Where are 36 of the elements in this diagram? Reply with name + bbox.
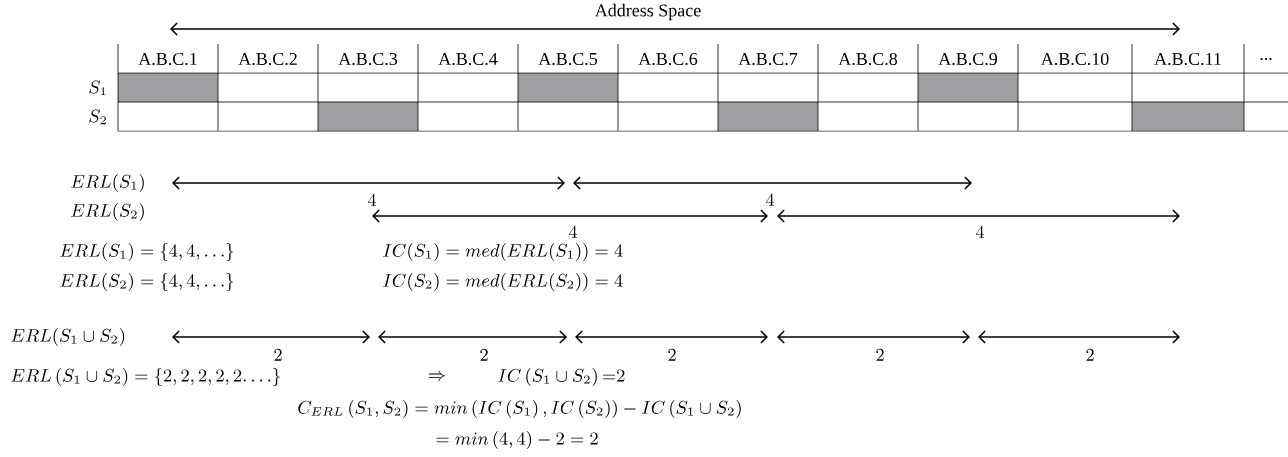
formula: $ERL(S_1) = \{4, 4, \ldots\}$ (60, 243, 234, 261)
column-header: A.B.C.4 (438, 52, 498, 66)
column-header: A.B.C.10 (1040, 52, 1109, 66)
dimension-label: $2$ (274, 348, 282, 361)
formula: $IC(S_1) = med(ERL(S_1)) = 4$ (383, 243, 623, 261)
formula: $IC\left(S_1 \cup S_2\right){=}2$ (498, 368, 625, 386)
column-header: A.B.C.11 (1154, 52, 1221, 66)
column-header: A.B.C.8 (838, 52, 898, 66)
axis-label: Address Space (594, 3, 701, 21)
formula: $C_{ERL}\left(S_1, S_2\right) = min\left(IC\left(S_1\right), IC\left(S_2\right)\right) - IC\left(S_1 \cup S_2\right)$ (298, 400, 741, 418)
dimension-label: $4$ (765, 193, 775, 206)
row-label: $S_2$ (89, 109, 106, 125)
column-header: A.B.C.1 (138, 52, 197, 66)
formula: $ERL(S_2)$ (71, 203, 144, 221)
column-header: A.B.C.6 (638, 52, 698, 66)
column-header: ... (1260, 57, 1272, 61)
dimension-label: $2$ (876, 348, 884, 361)
dimension-label: $2$ (1086, 348, 1094, 361)
dimension-label: $4$ (367, 193, 377, 206)
dimension-label: $4$ (975, 225, 985, 238)
formula: $IC(S_2) = med(ERL(S_2)) = 4$ (383, 273, 623, 291)
formula: $ERL(S_2) = \{4, 4, \ldots\}$ (60, 273, 234, 291)
formula: $= min\left(4, 4\right) - 2 = 2$ (436, 431, 598, 449)
dimension-label: $2$ (668, 348, 676, 361)
dimension-label: $4$ (568, 225, 578, 238)
formula: $ERL\left(S_1 \cup S_2\right) = \{2, 2, 2, 2, 2.\ldots\}$ (11, 368, 280, 386)
column-header: A.B.C.3 (338, 52, 398, 66)
column-header: A.B.C.5 (538, 52, 598, 66)
column-header: A.B.C.7 (738, 52, 798, 66)
formula: $ERL(S_1)$ (71, 174, 144, 192)
dimension-label: $2$ (480, 348, 488, 361)
implies-symbol: $\Rightarrow$ (428, 370, 446, 381)
column-header: A.B.C.9 (938, 52, 997, 66)
row-label: $S_1$ (89, 80, 106, 96)
formula: $ERL(S_1 \cup S_2)$ (11, 328, 125, 346)
column-header: A.B.C.2 (238, 52, 297, 66)
